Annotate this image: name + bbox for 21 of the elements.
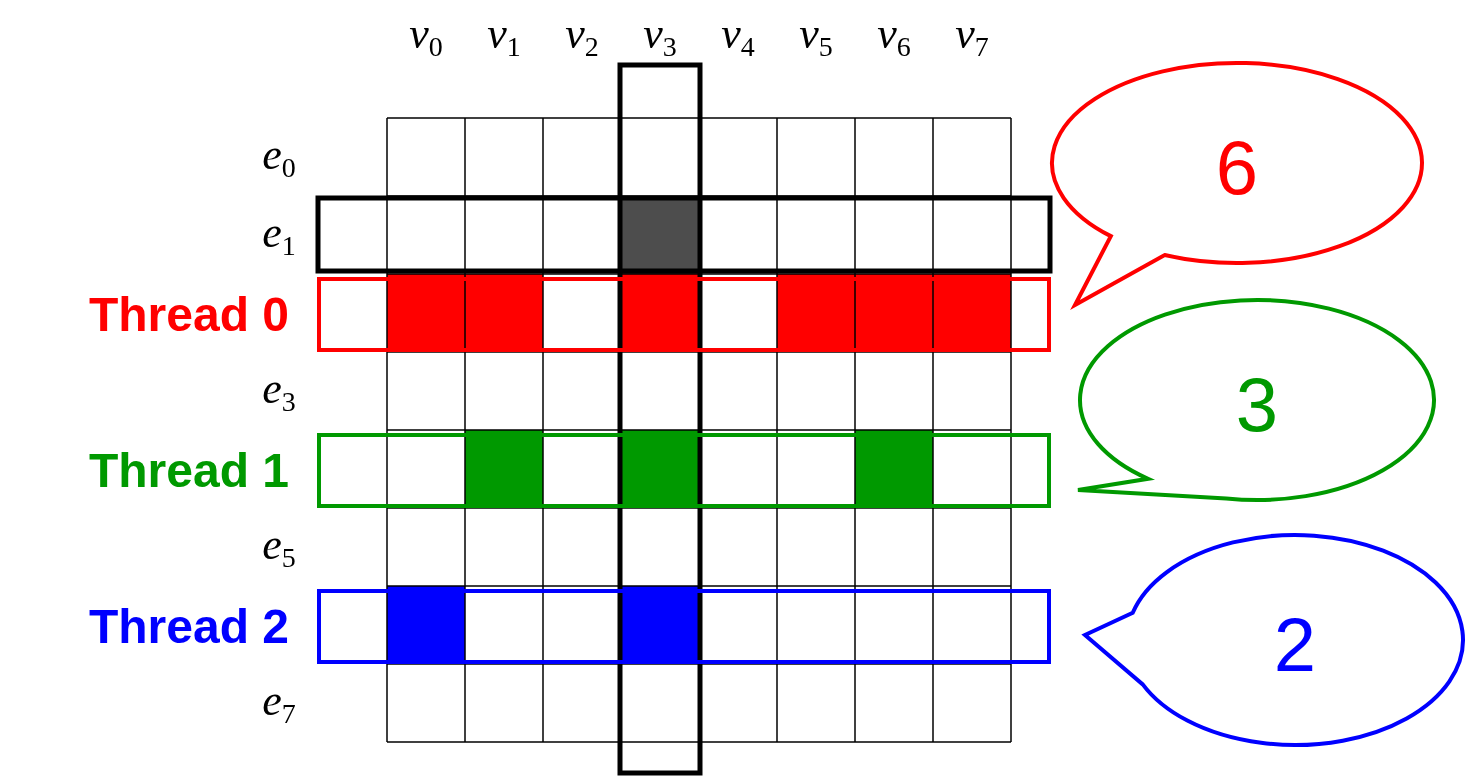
column-label: v$_{7}$ [955,11,989,61]
row-label: e$_{5}$ [262,522,296,572]
column-label: v$_{0}$ [409,11,443,61]
column-label: v$_{2}$ [565,11,599,61]
column-label: v$_{4}$ [721,11,755,61]
row-label: e$_{3}$ [262,366,296,416]
speech-bubble [1081,531,1465,749]
row-label: e$_{0}$ [262,132,296,182]
thread-label: Thread 2 [88,602,289,651]
bubble-number: 3 [1235,367,1279,443]
speech-bubble [1048,59,1426,309]
column-label: v$_{5}$ [799,11,833,61]
thread-label: Thread 1 [88,446,289,495]
column-label: v$_{3}$ [643,11,677,61]
thread-label: Thread 0 [88,290,289,339]
column-label: v$_{1}$ [487,11,521,61]
bubble-number: 2 [1273,607,1317,683]
row-label: e$_{1}$ [262,210,296,260]
bubble-number: 6 [1215,130,1259,206]
row-label: e$_{7}$ [262,678,296,728]
column-label: v$_{6}$ [877,11,911,61]
